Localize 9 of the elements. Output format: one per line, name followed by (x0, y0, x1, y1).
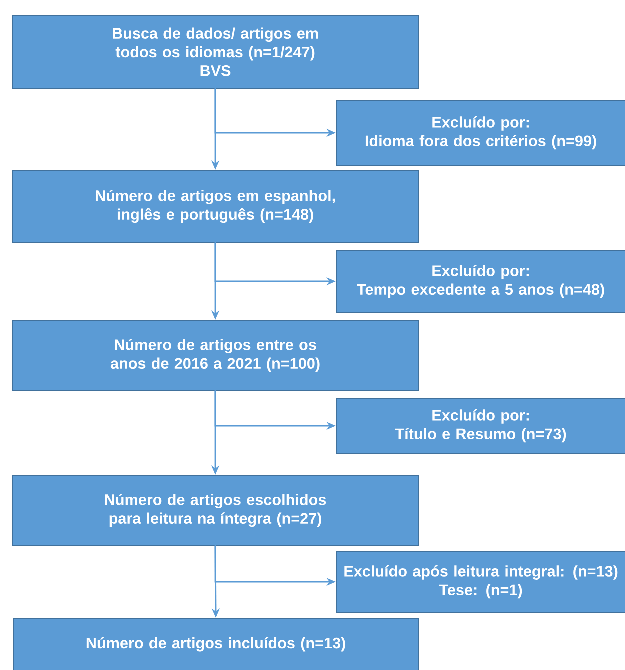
process-box: Excluído por: Título e Resumo (n=73) (336, 398, 625, 454)
process-box: Número de artigos entre os anos de 2016 a 2021 (n=100) (12, 320, 420, 392)
process-box: Excluído por: Idioma fora dos critérios (n=99) (336, 100, 625, 166)
process-box: Número de artigos escolhidos para leitura na íntegra (n=27) (12, 475, 420, 546)
process-box: Excluído por: Tempo excedente a 5 anos (n=48) (336, 250, 625, 314)
process-box: Busca de dados/ artigos em todos os idiomas (n=1/247) BVS (12, 15, 420, 90)
process-box: Excluído após leitura integral: (n=13) Tese: (n=1) (336, 551, 625, 614)
process-box: Número de artigos incluídos (n=13) (13, 618, 420, 670)
process-box: Número de artigos em espanhol, inglês e português (n=148) (12, 170, 420, 244)
